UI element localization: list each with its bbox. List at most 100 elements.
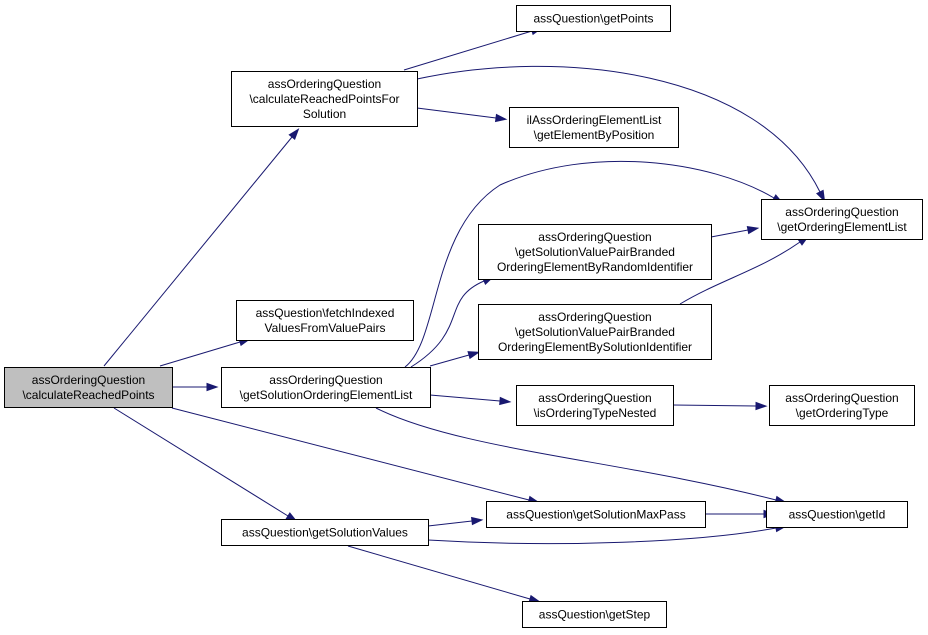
node-label-line: assQuestion\fetchIndexed xyxy=(256,306,395,320)
edge-root-to-get-solution-ordering-element-list xyxy=(172,382,219,392)
node-label-line: assOrderingQuestion xyxy=(538,230,651,244)
arrowhead xyxy=(206,382,219,392)
node-label-line: OrderingElementByRandomIdentifier xyxy=(497,260,693,274)
node-label-line: ValuesFromValuePairs xyxy=(265,321,386,335)
node-label-line: assOrderingQuestion xyxy=(538,391,651,405)
node-label-line: assQuestion\getSolutionValues xyxy=(242,526,408,540)
edge-line xyxy=(159,341,241,367)
node-get-ordering-element-list[interactable]: assOrderingQuestion\getOrderingElementLi… xyxy=(761,199,923,240)
node-box xyxy=(509,107,679,148)
node-calc-for-solution[interactable]: assOrderingQuestion\calculateReachedPoin… xyxy=(231,71,418,127)
edge-calc-for-solution-to-get-ordering-element-list xyxy=(416,65,826,203)
node-get-solution-ordering-element-list[interactable]: assOrderingQuestion\getSolutionOrderingE… xyxy=(221,367,431,408)
node-label-line: \getOrderingType xyxy=(796,406,889,420)
node-label-line: ilAssOrderingElementList xyxy=(527,113,662,127)
edge-is-ordering-type-nested-to-get-ordering-type xyxy=(672,401,768,411)
node-get-element-by-position[interactable]: ilAssOrderingElementList\getElementByPos… xyxy=(509,107,679,148)
edge-get-solution-values-to-get-solution-max-pass xyxy=(427,516,484,527)
node-label-line: \calculateReachedPoints xyxy=(22,388,154,402)
node-label-line: OrderingElementBySolutionIdentifier xyxy=(498,340,692,354)
node-label-line: assOrderingQuestion xyxy=(268,77,381,91)
arrowhead xyxy=(816,189,826,203)
node-is-ordering-type-nested[interactable]: assOrderingQuestion\isOrderingTypeNested xyxy=(516,385,674,426)
edge-line xyxy=(679,241,801,305)
node-box xyxy=(221,519,429,546)
node-label-line: \getOrderingElementList xyxy=(777,220,907,234)
edge-line xyxy=(427,527,777,545)
node-label-line: assQuestion\getStep xyxy=(539,608,651,622)
node-get-by-solution-id[interactable]: assOrderingQuestion\getSolutionValuePair… xyxy=(478,304,712,360)
edge-line xyxy=(113,407,289,517)
edge-line xyxy=(710,229,749,238)
node-box xyxy=(516,5,671,32)
edge-line xyxy=(410,280,485,368)
node-box xyxy=(236,300,414,341)
edge-line xyxy=(416,65,821,193)
node-label-line: assOrderingQuestion xyxy=(785,205,898,219)
node-get-points[interactable]: assQuestion\getPoints xyxy=(516,5,671,32)
edge-line xyxy=(403,30,533,71)
edges-layer xyxy=(103,27,826,603)
node-box xyxy=(4,367,173,408)
edge-calc-for-solution-to-get-points xyxy=(403,27,544,71)
node-get-ordering-type[interactable]: assOrderingQuestion\getOrderingType xyxy=(769,385,915,426)
node-box xyxy=(478,224,712,280)
node-box xyxy=(486,501,706,528)
arrowhead xyxy=(471,516,484,526)
arrowhead xyxy=(467,351,481,360)
node-label-line: \getSolutionValuePairBranded xyxy=(515,325,675,339)
edge-line xyxy=(171,407,530,501)
node-label-line: \getSolutionOrderingElementList xyxy=(240,388,413,402)
edge-line xyxy=(416,107,497,119)
node-label-line: Solution xyxy=(303,107,346,121)
arrowhead xyxy=(494,113,508,123)
edge-get-solution-ordering-element-list-to-is-ordering-type-nested xyxy=(429,394,512,406)
node-label-line: \getSolutionValuePairBranded xyxy=(515,245,675,259)
edge-get-solution-max-pass-to-get-id xyxy=(705,509,776,519)
arrowhead xyxy=(499,396,512,406)
node-box xyxy=(221,367,431,408)
node-label-line: \isOrderingTypeNested xyxy=(534,406,657,420)
node-label-line: assOrderingQuestion xyxy=(269,373,382,387)
edge-root-to-get-solution-values xyxy=(113,407,298,523)
edge-line xyxy=(672,404,757,407)
edge-line xyxy=(429,394,501,402)
node-get-solution-max-pass[interactable]: assQuestion\getSolutionMaxPass xyxy=(486,501,706,528)
edge-get-solution-ordering-element-list-to-get-by-solution-id xyxy=(429,351,481,367)
node-label-line: assQuestion\getSolutionMaxPass xyxy=(506,508,685,522)
node-fetch-indexed[interactable]: assQuestion\fetchIndexedValuesFromValueP… xyxy=(236,300,414,341)
edge-root-to-fetch-indexed xyxy=(159,338,252,367)
edge-line xyxy=(429,354,470,367)
node-get-step[interactable]: assQuestion\getStep xyxy=(522,601,667,628)
node-label-line: assOrderingQuestion xyxy=(32,373,145,387)
edge-root-to-calc-for-solution xyxy=(103,128,300,367)
node-box xyxy=(478,304,712,360)
node-get-id[interactable]: assQuestion\getId xyxy=(766,501,908,528)
node-label-line: assQuestion\getId xyxy=(789,508,886,522)
node-label-line: assQuestion\getPoints xyxy=(533,12,653,26)
arrowhead xyxy=(755,401,768,411)
node-label-line: \calculateReachedPointsFor xyxy=(249,92,399,106)
node-box xyxy=(231,71,418,127)
edge-line xyxy=(103,136,293,367)
node-box xyxy=(522,601,667,628)
edge-root-to-get-solution-max-pass xyxy=(171,407,541,504)
node-label-line: \getElementByPosition xyxy=(534,128,655,142)
node-box xyxy=(516,385,674,426)
node-box xyxy=(766,501,908,528)
node-label-line: assOrderingQuestion xyxy=(538,310,651,324)
edge-get-solution-values-to-get-step xyxy=(347,545,542,603)
arrowhead xyxy=(288,128,300,141)
edge-line xyxy=(404,160,775,368)
node-get-by-random-id[interactable]: assOrderingQuestion\getSolutionValuePair… xyxy=(478,224,712,280)
node-box xyxy=(761,199,923,240)
nodes-layer: assOrderingQuestion\calculateReachedPoin… xyxy=(4,5,923,628)
node-root[interactable]: assOrderingQuestion\calculateReachedPoin… xyxy=(4,367,173,408)
node-box xyxy=(769,385,915,426)
edge-calc-for-solution-to-get-element-by-position xyxy=(416,107,508,123)
edge-line xyxy=(427,520,473,527)
arrowhead xyxy=(746,225,760,235)
node-get-solution-values[interactable]: assQuestion\getSolutionValues xyxy=(221,519,429,546)
edge-get-by-random-id-to-get-ordering-element-list xyxy=(710,225,760,238)
